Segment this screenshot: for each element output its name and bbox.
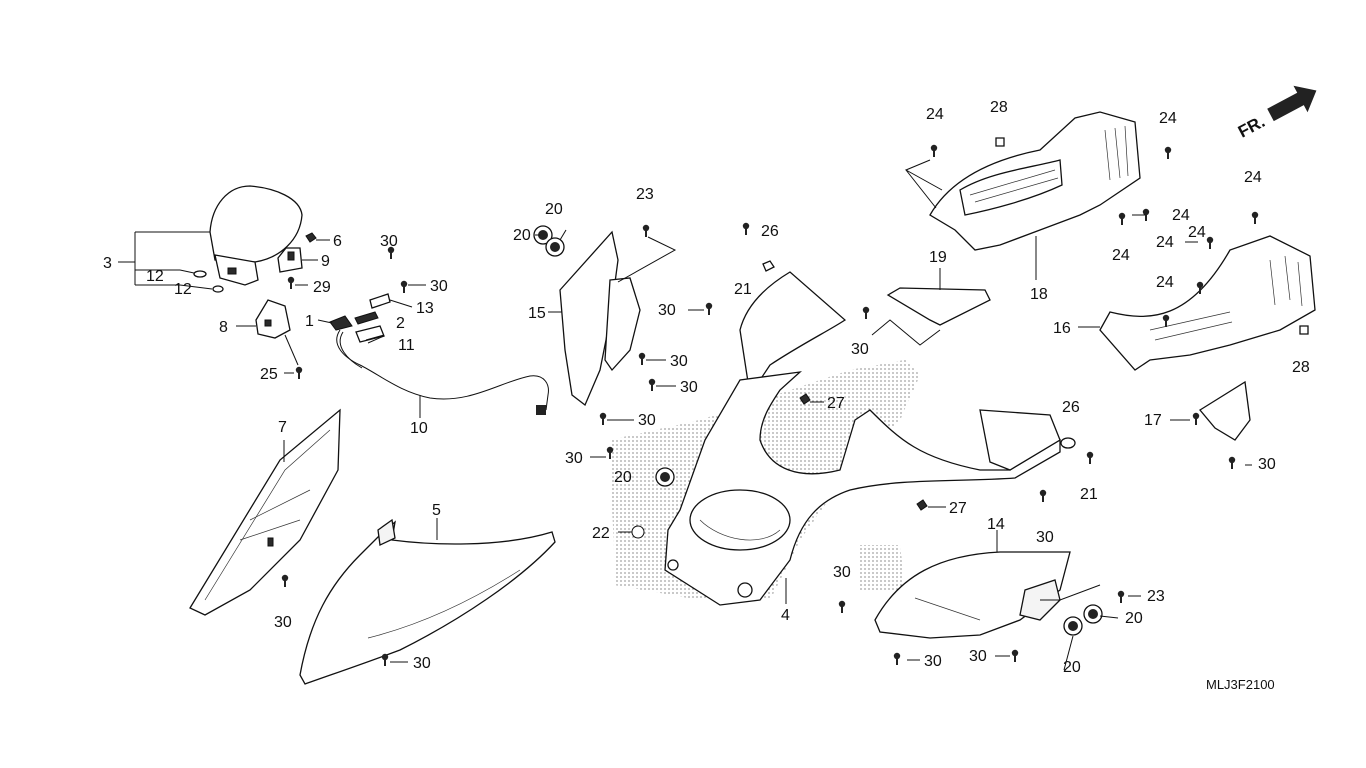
- callout-25: 25: [260, 366, 278, 383]
- part-7-side-panel: [189, 408, 341, 616]
- callout-21: 21: [1080, 486, 1098, 503]
- callout-20: 20: [1063, 659, 1081, 676]
- callout-12: 12: [146, 268, 164, 285]
- callout-24: 24: [1156, 234, 1174, 251]
- part-14-lower-cover: [837, 530, 1126, 666]
- callout-24: 24: [1112, 247, 1130, 264]
- callout-6: 6: [333, 233, 342, 250]
- part-5-side-cover: [299, 518, 556, 685]
- callout-7: 7: [278, 419, 287, 436]
- part-8-bracket: [236, 299, 304, 380]
- callout-24: 24: [1244, 169, 1262, 186]
- callout-30: 30: [638, 412, 656, 429]
- callout-23: 23: [636, 186, 654, 203]
- callout-12: 12: [174, 281, 192, 298]
- callout-30: 30: [1036, 529, 1054, 546]
- callout-30: 30: [658, 302, 676, 319]
- callout-30: 30: [274, 614, 292, 631]
- callout-28: 28: [1292, 359, 1310, 376]
- callout-labels: 3 12 12 6 9 29 8 25 30 30 13 1 2 11 10 7…: [103, 99, 1310, 676]
- callout-22: 22: [592, 525, 610, 542]
- part-18-inner-cover: [904, 111, 1173, 280]
- part-15-inner-panel: [533, 223, 714, 460]
- callout-30: 30: [1258, 456, 1276, 473]
- callout-19: 19: [929, 249, 947, 266]
- callout-14: 14: [987, 516, 1005, 533]
- callout-20: 20: [513, 227, 531, 244]
- callout-24: 24: [1156, 274, 1174, 291]
- part-19-stay: [861, 268, 991, 346]
- callout-30: 30: [833, 564, 851, 581]
- callout-30: 30: [851, 341, 869, 358]
- callout-21: 21: [734, 281, 752, 298]
- callout-20: 20: [614, 469, 632, 486]
- leader-lines: [535, 214, 1252, 671]
- callout-11: 11: [398, 337, 415, 354]
- part-3-cover: [118, 185, 303, 293]
- callout-30: 30: [430, 278, 448, 295]
- part-6-9-29: [277, 232, 330, 290]
- callout-24: 24: [1172, 207, 1190, 224]
- part-17-bracket: [1170, 380, 1251, 470]
- callout-16: 16: [1053, 320, 1071, 337]
- callout-15: 15: [528, 305, 546, 322]
- cable-assembly: [317, 245, 549, 418]
- callout-24: 24: [1188, 224, 1206, 241]
- callout-24: 24: [1159, 110, 1177, 127]
- diagram-part-code: MLJ3F2100: [1206, 677, 1275, 692]
- callout-5: 5: [432, 502, 441, 519]
- callout-2: 2: [396, 315, 405, 332]
- callout-30: 30: [670, 353, 688, 370]
- part-4-main-body: [618, 221, 1095, 606]
- callout-23: 23: [1147, 588, 1165, 605]
- callout-18: 18: [1030, 286, 1048, 303]
- callout-20: 20: [1125, 610, 1143, 627]
- callout-20: 20: [545, 201, 563, 218]
- callout-26: 26: [1062, 399, 1080, 416]
- callout-4: 4: [781, 607, 790, 624]
- callout-9: 9: [321, 253, 330, 270]
- callout-30: 30: [680, 379, 698, 396]
- front-label: FR.: [1235, 112, 1268, 142]
- callout-3: 3: [103, 255, 112, 272]
- callout-27: 27: [949, 500, 967, 517]
- callout-29: 29: [313, 279, 331, 296]
- front-direction-indicator: FR.: [1235, 85, 1317, 142]
- part-16-inner-cover: [1078, 210, 1316, 371]
- callout-24: 24: [926, 106, 944, 123]
- callout-26: 26: [761, 223, 779, 240]
- callout-17: 17: [1144, 412, 1162, 429]
- callout-30: 30: [565, 450, 583, 467]
- callout-1: 1: [305, 313, 314, 330]
- callout-28: 28: [990, 99, 1008, 116]
- callout-30: 30: [969, 648, 987, 665]
- callout-30: 30: [413, 655, 431, 672]
- callout-30: 30: [924, 653, 942, 670]
- callout-10: 10: [410, 420, 428, 437]
- arrow-icon: [1267, 85, 1317, 122]
- callout-13: 13: [416, 300, 434, 317]
- callout-27: 27: [827, 395, 845, 412]
- callout-8: 8: [219, 319, 228, 336]
- callout-30: 30: [380, 233, 398, 250]
